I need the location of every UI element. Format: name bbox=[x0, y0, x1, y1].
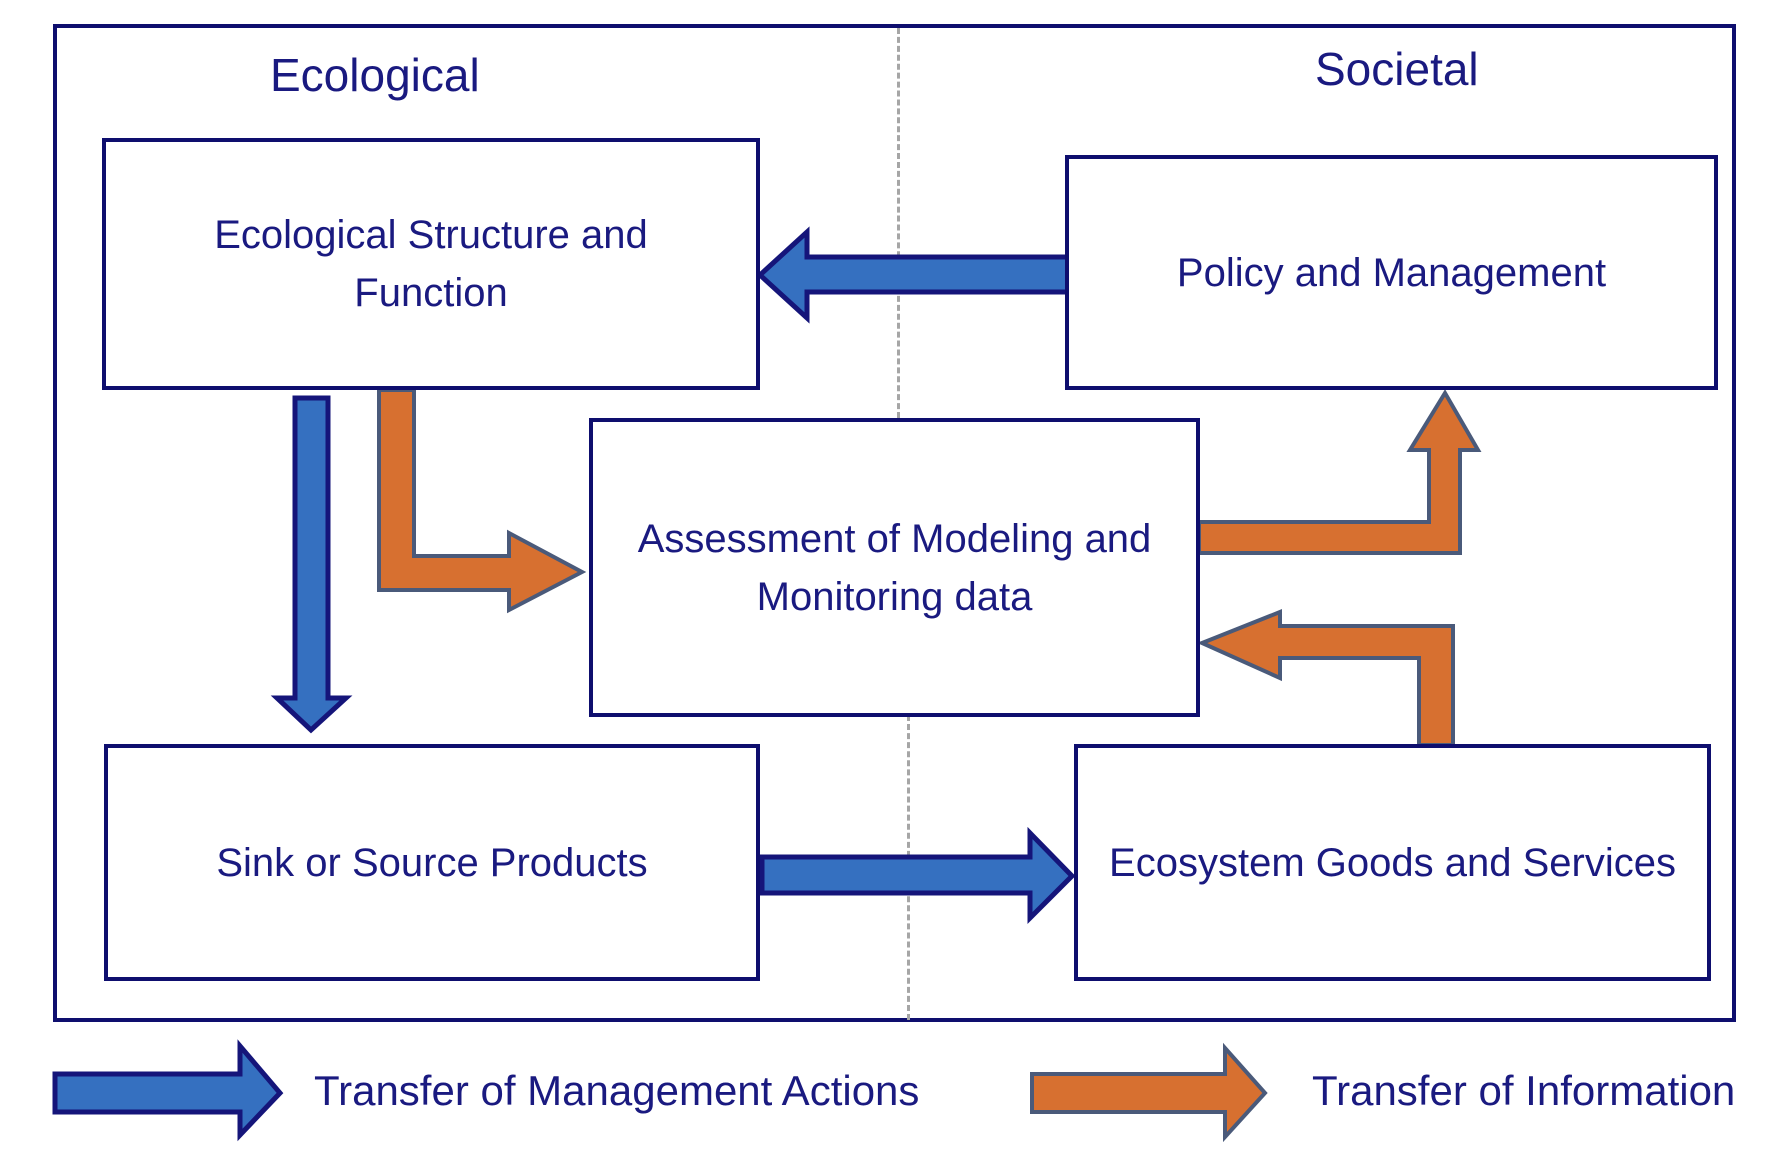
legend-management-arrow bbox=[52, 1039, 284, 1142]
section-divider-bottom bbox=[907, 715, 910, 1020]
box-assessment: Assessment of Modeling and Monitoring da… bbox=[589, 418, 1200, 717]
ecological-section-label: Ecological bbox=[270, 49, 480, 101]
box-policy-management: Policy and Management bbox=[1065, 155, 1718, 390]
section-divider-top bbox=[897, 28, 900, 418]
box-ecosystem-goods-services: Ecosystem Goods and Services bbox=[1074, 744, 1711, 981]
legend-information-arrow bbox=[1030, 1042, 1268, 1143]
legend-management-label: Transfer of Management Actions bbox=[314, 1067, 920, 1114]
legend-information-label: Transfer of Information bbox=[1312, 1067, 1736, 1114]
box-ecological-structure-function: Ecological Structure and Function bbox=[102, 138, 760, 390]
box-sink-source-products: Sink or Source Products bbox=[104, 744, 760, 981]
diagram-frame bbox=[53, 24, 1736, 1022]
societal-section-label: Societal bbox=[1315, 43, 1479, 95]
